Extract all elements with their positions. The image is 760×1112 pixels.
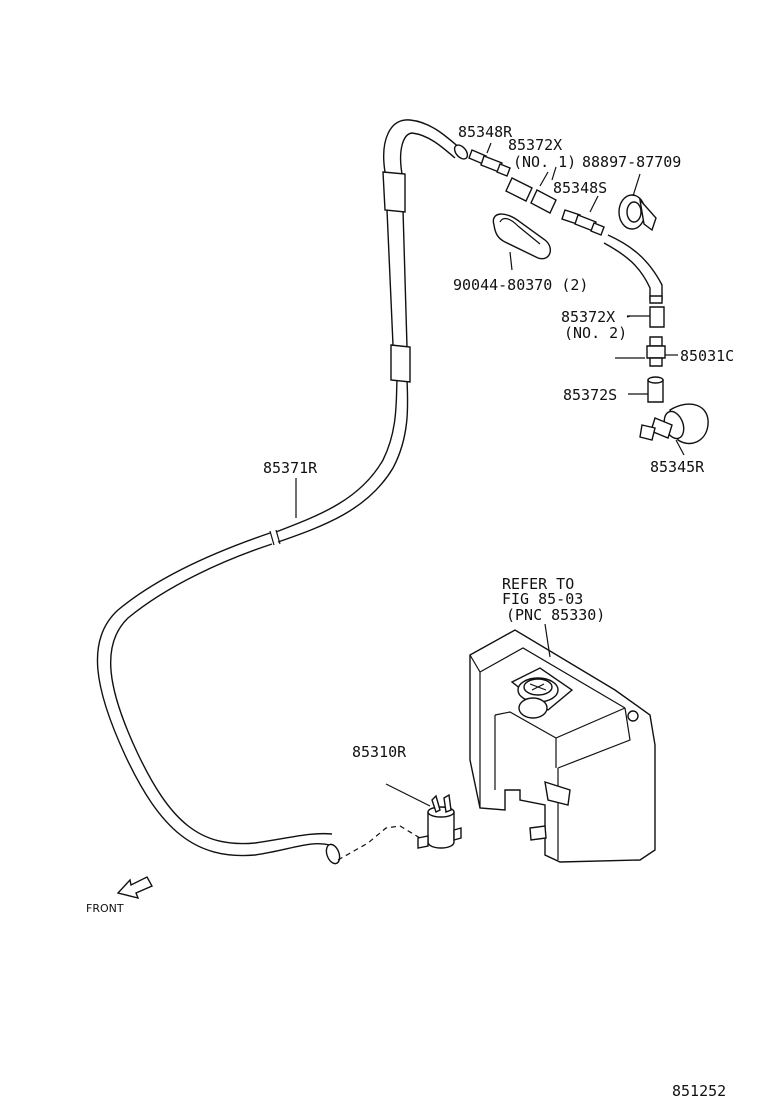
label-85372X-no2: 85372X <box>561 308 615 326</box>
label-refer-line1: REFER TO <box>502 575 574 593</box>
label-85372X-no2-sub: (NO. 2) <box>564 324 627 342</box>
label-85345R: 85345R <box>650 458 705 476</box>
nozzle-85345R <box>639 403 709 456</box>
label-85348S: 85348S <box>553 179 607 197</box>
label-front: FRONT <box>86 902 124 915</box>
leader-lines <box>295 357 645 518</box>
washer-tank <box>469 623 656 863</box>
grommet-88897-87709 <box>618 173 657 232</box>
label-88897-87709: 88897-87709 <box>582 153 681 171</box>
label-85371R: 85371R <box>263 459 318 477</box>
tube-85372X-no1 <box>505 171 557 214</box>
label-refer-line3: (PNC 85330) <box>506 606 605 624</box>
label-85348R: 85348R <box>458 123 513 141</box>
label-90044-80370: 90044-80370 (2) <box>453 276 588 294</box>
front-arrow-icon <box>116 876 153 900</box>
connector-85031C <box>646 336 678 367</box>
tube-85372X-no2 <box>627 306 665 328</box>
label-refer-line2: FIG 85-03 <box>502 590 583 608</box>
label-85372X-no1: 85372X <box>508 136 562 154</box>
label-85372X-no1-sub: (NO. 1) <box>513 153 576 171</box>
labels: 85348R 85372X (NO. 1) 88897-87709 85348S… <box>86 123 734 1100</box>
clip-90044-80370 <box>492 213 552 271</box>
label-85031C: 85031C <box>680 347 734 365</box>
connector-85348S <box>561 195 605 236</box>
figure-number: 851252 <box>672 1082 726 1100</box>
label-leaders <box>551 166 631 318</box>
label-85372S: 85372S <box>563 386 617 404</box>
label-85310R: 85310R <box>352 743 407 761</box>
washer-hose-85371R <box>96 119 469 865</box>
tube-85372S <box>628 376 664 403</box>
hose-to-nozzle <box>603 234 663 304</box>
connector-85348R <box>468 142 511 177</box>
washer-pump-85310R <box>337 783 462 861</box>
